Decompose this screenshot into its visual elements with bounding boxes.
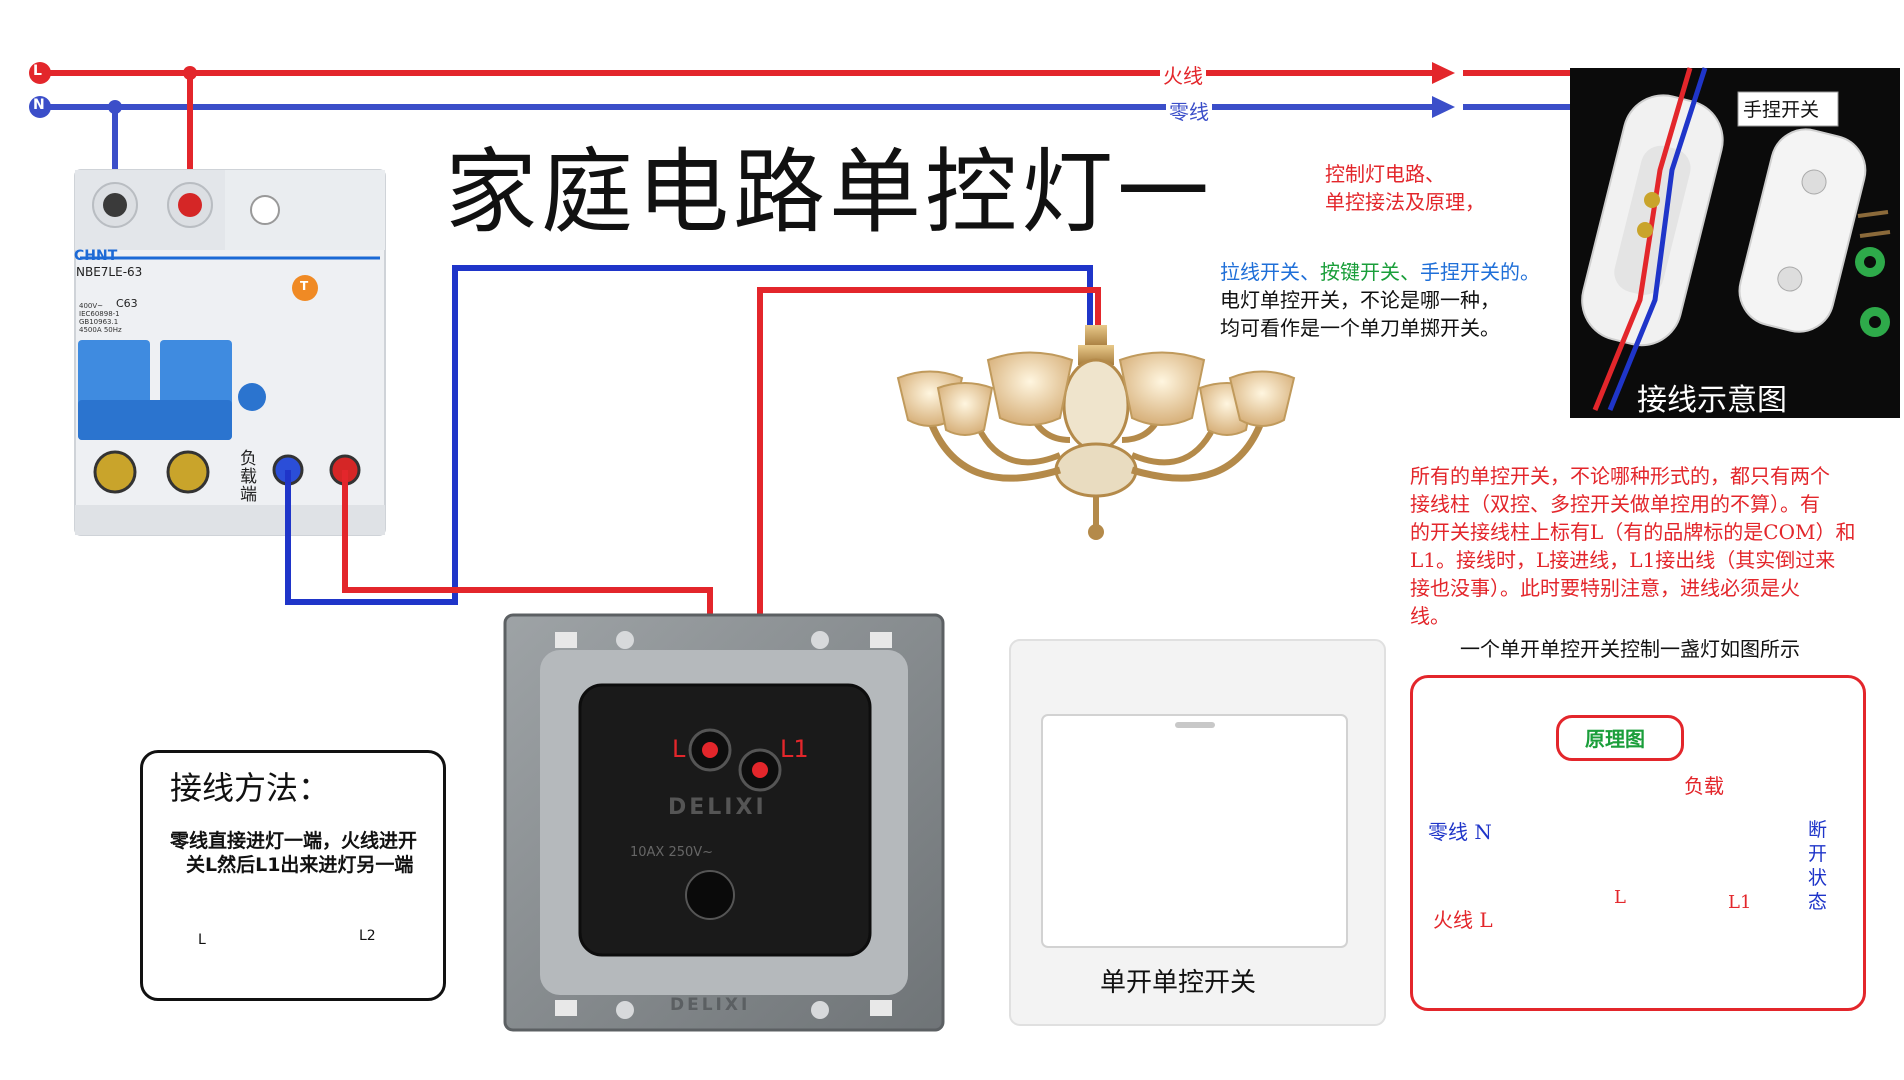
terminal-l-label: L [672,735,686,763]
breaker-load-label: 负载端 [240,449,257,505]
schematic-badge-label: 原理图 [1585,727,1645,751]
breaker-spec-4: 4500A 50Hz [79,326,122,334]
wiring-method-heading: 接线方法： [170,769,331,807]
wiring-method-card [140,750,446,1001]
photo-caption: 接线示意图 [1637,383,1787,418]
breaker-rating: C63 [116,297,138,310]
switch-types-note: 拉线开关、按键开关、手捏开关的。 电灯单控开关，不论是哪一种， 均可看作是一个单… [1220,258,1540,342]
breaker-model: NBE7LE-63 [76,265,143,279]
switch-back-brand: DELIXI [668,795,767,820]
schematic-contact-l1: L1 [1728,892,1752,913]
page-title: 家庭电路单控灯一 [445,139,1214,246]
explanation-line-1: 所有的单控开关，不论哪种形式的，都只有两个 [1410,464,1830,488]
switch-type-pinch: 手捏开关的。 [1420,260,1540,284]
switch-types-line-3: 均可看作是一个单刀单掷开关。 [1220,316,1500,340]
live-label: 火线 [1160,60,1206,89]
explanation-line-6: 线。 [1410,604,1450,628]
wiring-tag-l2: L2 [359,928,376,944]
switch-front-caption: 单开单控开关 [1100,968,1257,998]
switch-types-line-1: 拉线开关、按键开关、手捏开关的。 [1220,258,1540,286]
switch-front-photo [1009,639,1386,1026]
explanation-line-5: 接也没事）。此时要特别注意，进线必须是火 [1410,576,1800,600]
neutral-label: 零线 [1166,96,1212,125]
wiring-method-line-1: 零线直接进灯一端，火线进开 [170,830,418,852]
schematic-contact-l: L [1614,887,1626,908]
switch-plate-brand: DELIXI [670,995,751,1015]
breaker [74,169,386,536]
switch-back-photo [503,613,945,1032]
breaker-spec-1: 400V~ [79,302,104,310]
schematic-badge [1556,715,1684,761]
top-note-line-2: 单控接法及原理， [1325,190,1485,214]
live-bus [29,62,1570,84]
bus-marker-l: L [33,63,42,79]
explanation-text: 所有的单控开关，不论哪种形式的，都只有两个 接线柱（双控、多控开关做单控用的不算… [1410,462,1855,630]
breaker-spec-2: IEC60898-1 [79,310,120,318]
bus-marker-n: N [33,97,45,113]
pinch-switch-photo [1570,67,1900,418]
chandelier-image [896,325,1296,540]
breaker-test-button: T [300,279,309,293]
wiring-method-line-2: 关L然后L1出来进灯另一端 [186,854,414,876]
switch-type-pull: 拉线开关、 [1220,260,1320,284]
explanation-footer: 一个单开单控开关控制一盏灯如图所示 [1460,637,1800,661]
wiring-tag-l: L [198,932,206,948]
schematic-live-label: 火线 L [1433,908,1493,932]
explanation-line-4: L1。接线时，L接进线，L1接出线（其实倒过来 [1410,548,1836,572]
switch-type-push: 按键开关、 [1320,260,1420,284]
schematic-state-label: 断开状态 [1808,819,1828,913]
schematic-load-label: 负载 [1684,774,1724,798]
terminal-l1-label: L1 [780,735,809,763]
schematic-neutral-label: 零线 N [1428,820,1492,844]
top-note-line-1: 控制灯电路、 [1325,162,1445,186]
switch-types-line-2: 电灯单控开关，不论是哪一种， [1220,288,1500,312]
breaker-spec-3: GB10963.1 [79,318,119,326]
switch-back-rating: 10AX 250V~ [630,845,714,860]
photo-tag: 手捏开关 [1743,99,1820,121]
explanation-line-2: 接线柱（双控、多控开关做单控用的不算）。有 [1410,492,1820,516]
explanation-line-3: 的开关接线柱上标有L（有的品牌标的是COM）和 [1410,520,1856,544]
top-note: 控制灯电路、 单控接法及原理， [1325,160,1485,216]
breaker-brand: CHNT [74,248,118,264]
neutral-bus [29,96,1570,118]
